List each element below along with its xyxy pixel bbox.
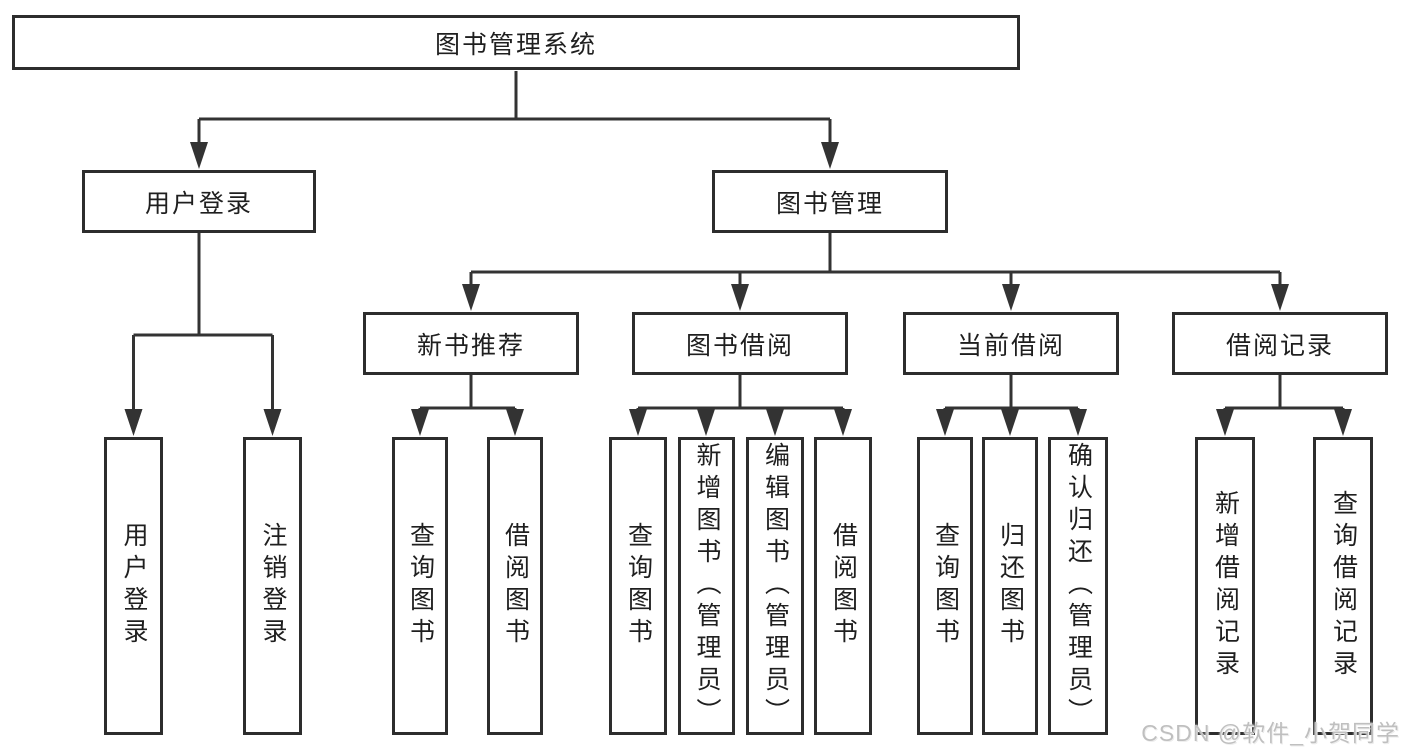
leaf-label: 编辑图书（管理员） [761, 442, 790, 730]
node-label: 借阅记录 [1225, 331, 1334, 360]
leaf-add-books-admin: 新增图书（管理员） [678, 437, 735, 735]
leaf-label: 查询借阅记录 [1329, 490, 1358, 682]
leaf-label: 归还图书 [996, 522, 1025, 650]
leaf-logout: 注销登录 [243, 437, 302, 735]
node-label: 用户登录 [144, 189, 253, 218]
leaf-return-books: 归还图书 [982, 437, 1038, 735]
leaf-label: 查询图书 [624, 522, 653, 650]
node-label: 新书推荐 [416, 331, 525, 360]
leaf-label: 借阅图书 [501, 522, 530, 650]
leaf-label: 新增图书（管理员） [693, 442, 721, 730]
node-label: 图书借阅 [685, 331, 794, 360]
leaf-add-borrow-record: 新增借阅记录 [1195, 437, 1255, 735]
node-new-book-recommendation: 新书推荐 [363, 312, 579, 375]
leaf-query-books-borrowing: 查询图书 [609, 437, 667, 735]
leaf-label: 查询图书 [931, 522, 960, 650]
leaf-label: 用户登录 [120, 522, 148, 650]
node-current-borrowing: 当前借阅 [903, 312, 1119, 375]
leaf-label: 新增借阅记录 [1211, 490, 1240, 682]
watermark-text: CSDN @软件_小贺同学 [1141, 720, 1400, 746]
node-borrowing-records: 借阅记录 [1172, 312, 1388, 375]
leaf-borrow-books-recommend: 借阅图书 [487, 437, 543, 735]
leaf-label: 注销登录 [259, 522, 287, 650]
node-library-management-system: 图书管理系统 [12, 15, 1020, 70]
leaf-label: 借阅图书 [829, 522, 858, 650]
node-label: 图书管理 [775, 189, 884, 218]
node-user-login: 用户登录 [82, 170, 316, 233]
node-label: 图书管理系统 [434, 30, 597, 59]
leaf-confirm-return-admin: 确认归还（管理员） [1048, 437, 1108, 735]
leaf-query-borrow-record: 查询借阅记录 [1313, 437, 1373, 735]
node-book-borrowing: 图书借阅 [632, 312, 848, 375]
arrowheads [124, 142, 1352, 436]
node-book-management: 图书管理 [712, 170, 948, 233]
leaf-label: 确认归还（管理员） [1064, 442, 1093, 730]
leaf-borrow-books-borrowing: 借阅图书 [814, 437, 872, 735]
leaf-label: 查询图书 [406, 522, 435, 650]
leaf-edit-books-admin: 编辑图书（管理员） [746, 437, 804, 735]
node-label: 当前借阅 [956, 331, 1065, 360]
leaf-query-books-recommend: 查询图书 [392, 437, 448, 735]
leaf-user-login: 用户登录 [104, 437, 163, 735]
leaf-query-books-current: 查询图书 [917, 437, 973, 735]
